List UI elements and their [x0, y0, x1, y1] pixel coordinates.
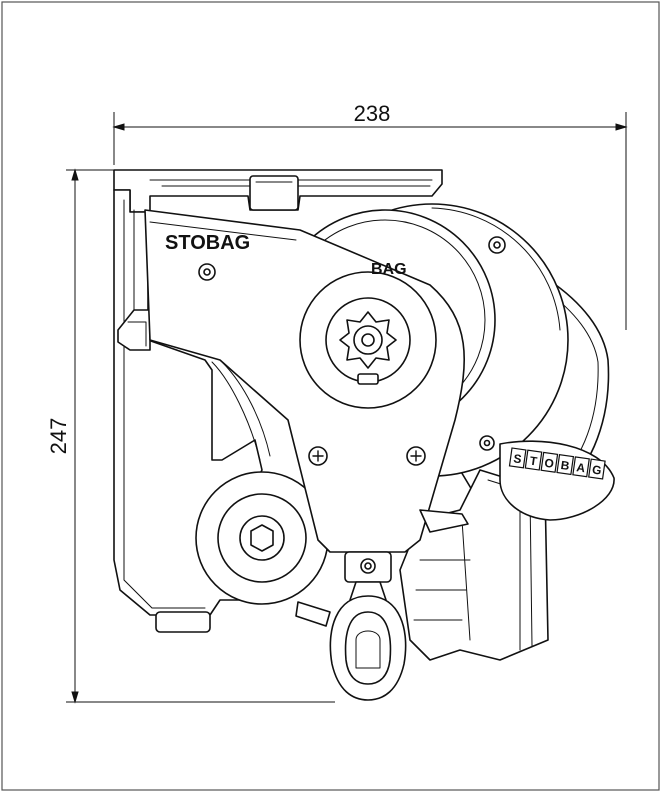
- brand-medallion-letters: S T O B A G: [508, 447, 606, 480]
- medallion-letter: S: [513, 451, 523, 466]
- brand-logo-main: STOBAG: [165, 232, 250, 254]
- width-dimension: [112, 112, 628, 330]
- medallion-letter: G: [591, 462, 602, 477]
- brand-logo-hidden: BAG: [371, 261, 407, 278]
- medallion-letter: B: [560, 458, 571, 473]
- height-dimension-label: 247: [46, 418, 71, 455]
- housing-foot: [155, 611, 211, 633]
- width-dimension-label: 238: [354, 101, 391, 126]
- medallion-letter: T: [529, 454, 539, 469]
- hex-bolt-icon: [250, 524, 274, 552]
- plate-lug: [249, 175, 299, 211]
- medallion-letter: O: [544, 456, 555, 471]
- height-dimension: [66, 168, 335, 704]
- medallion-letter: A: [576, 460, 587, 475]
